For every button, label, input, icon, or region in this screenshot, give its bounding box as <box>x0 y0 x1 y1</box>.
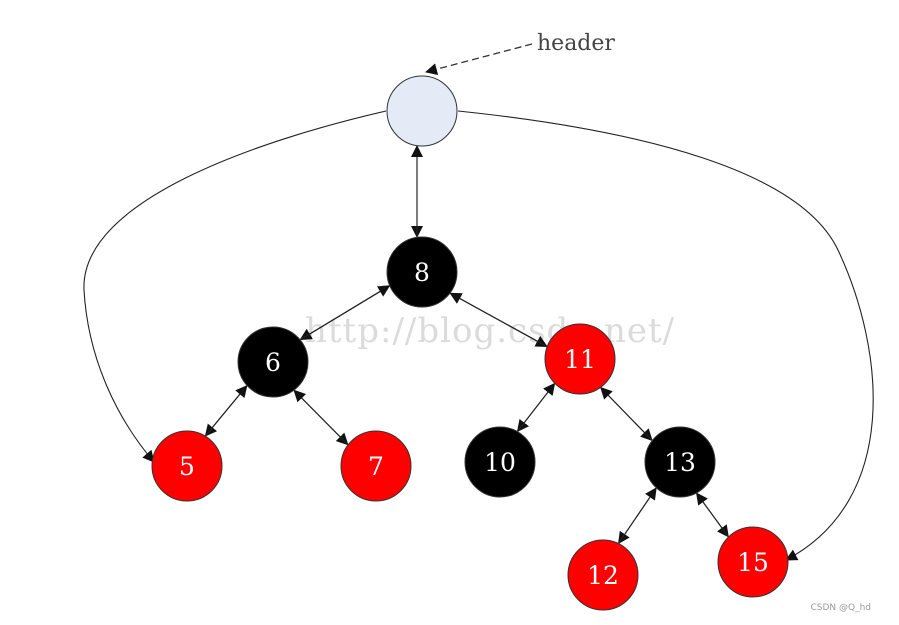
tree-node-5: 5 <box>151 430 223 502</box>
node-circle <box>386 236 458 308</box>
node-circle <box>644 426 716 498</box>
edge-header-to-15 <box>457 110 874 561</box>
node-circle <box>151 430 223 502</box>
tree-node-13: 13 <box>644 426 716 498</box>
tree-node-12: 12 <box>567 539 639 611</box>
edge-10-to-11 <box>517 382 556 432</box>
header-pointer-arrow <box>425 43 533 75</box>
edge-header-to-5 <box>83 110 387 463</box>
edge-7-to-6 <box>293 389 349 446</box>
tree-node-15: 15 <box>717 526 789 598</box>
edge-11-to-8 <box>449 292 548 347</box>
edges-layer <box>83 110 874 561</box>
node-label: 12 <box>587 561 619 590</box>
node-label: 10 <box>484 448 516 477</box>
node-label: 13 <box>664 448 696 477</box>
node-circle <box>340 430 412 502</box>
header-node <box>386 75 458 147</box>
node-circle <box>544 323 616 395</box>
node-label: 15 <box>737 548 769 577</box>
edge-5-to-6 <box>205 385 248 437</box>
node-label: 6 <box>265 348 281 377</box>
node-circle <box>237 326 309 398</box>
edge-6-to-8 <box>300 285 391 341</box>
tree-node-8: 8 <box>386 236 458 308</box>
edge-13-to-11 <box>600 386 653 441</box>
nodes-layer: 8 6 11 5 7 10 13 12 15 <box>151 75 789 611</box>
tree-node-6: 6 <box>237 326 309 398</box>
node-circle <box>567 539 639 611</box>
node-label: 7 <box>368 452 384 481</box>
tree-node-11: 11 <box>544 323 616 395</box>
header-label: header <box>537 31 615 56</box>
node-circle <box>386 75 458 147</box>
edge-15-to-13 <box>696 492 729 538</box>
node-label: 11 <box>564 345 596 374</box>
watermark-text: http://blog.csdn.net/ <box>305 311 675 351</box>
tree-node-7: 7 <box>340 430 412 502</box>
tree-node-10: 10 <box>464 426 536 498</box>
node-label: 8 <box>414 258 430 287</box>
node-circle <box>717 526 789 598</box>
credit-text: CSDN @Q_hd <box>810 603 871 613</box>
node-circle <box>464 426 536 498</box>
edge-12-to-13 <box>618 487 657 544</box>
node-label: 5 <box>179 452 195 481</box>
